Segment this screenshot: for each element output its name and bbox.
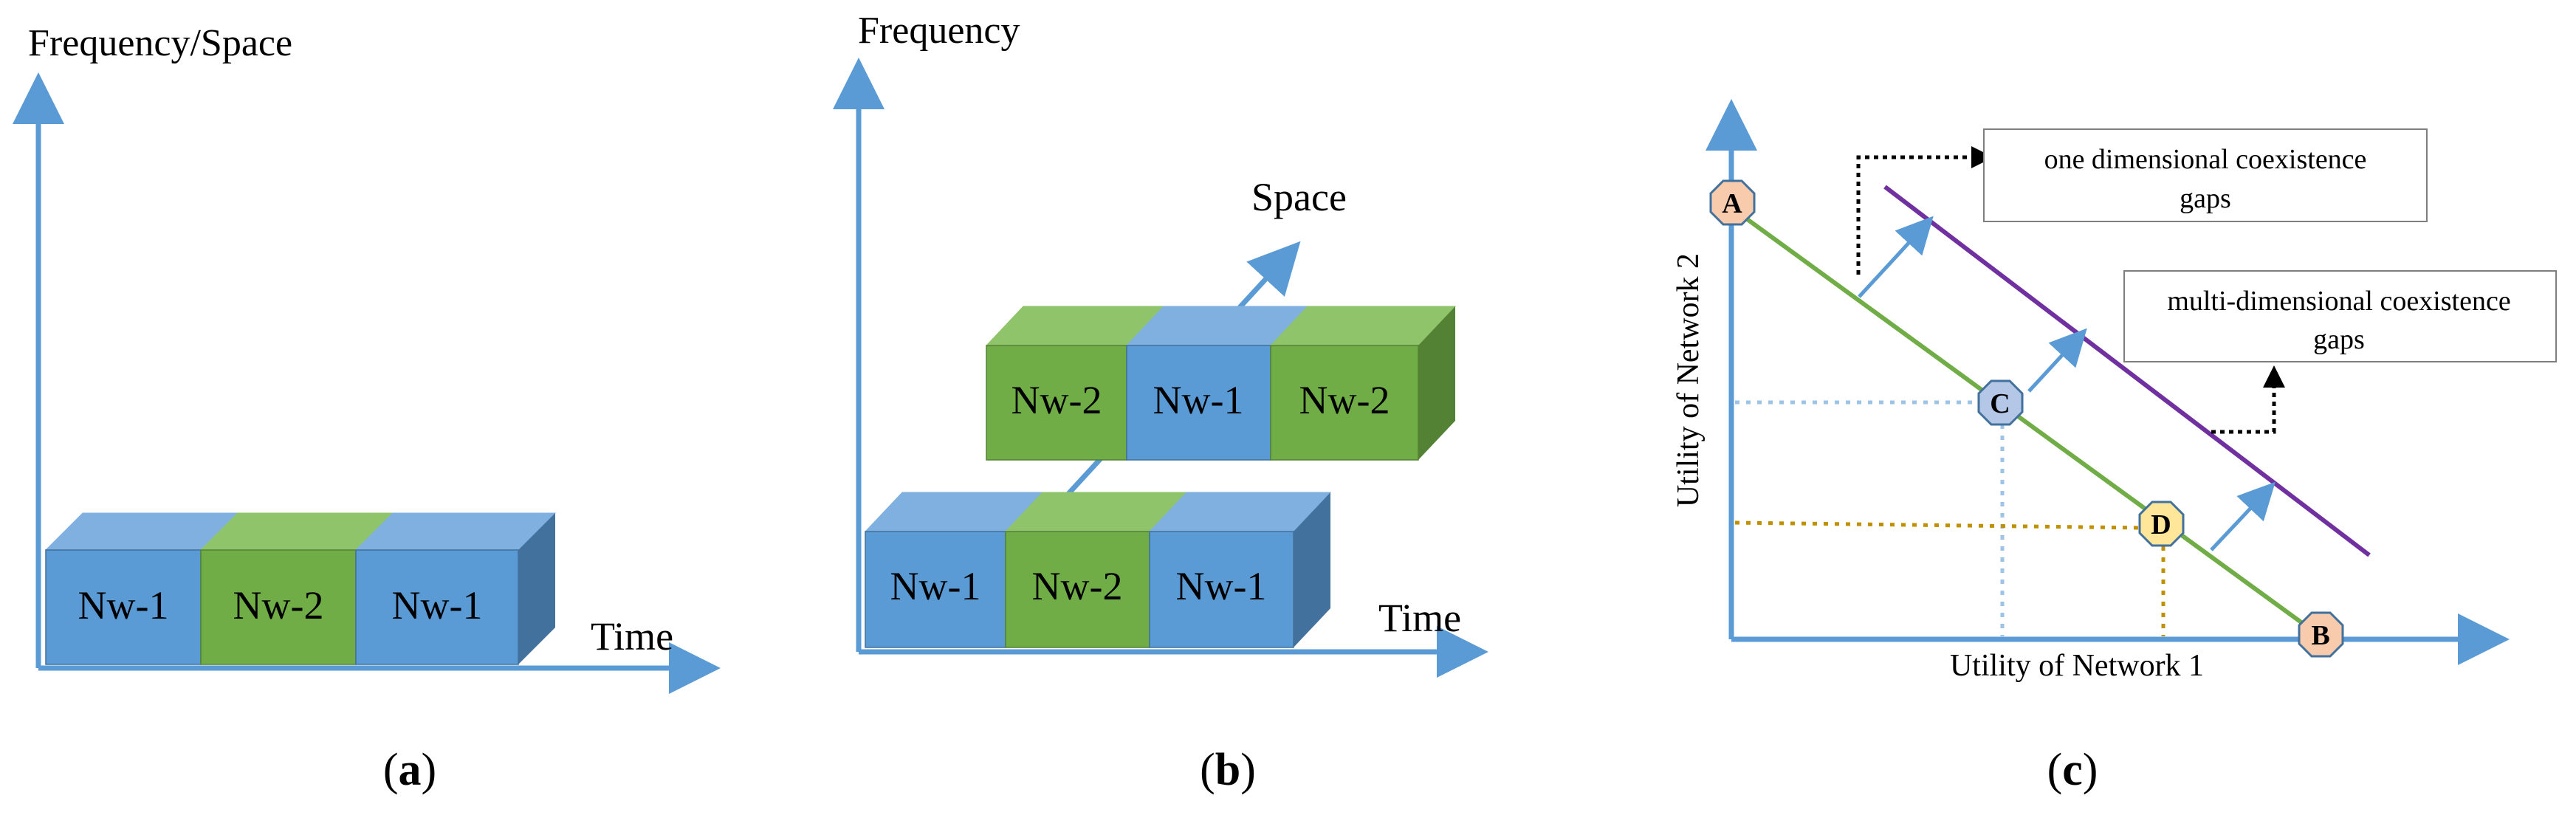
panel-b-z-axis-label: Space <box>1251 175 1347 219</box>
panel-b-bottom-block-3-side <box>1294 492 1330 647</box>
panel-c-connector-one-dim <box>1856 146 1993 275</box>
panel-c-point-b-label: B <box>2311 620 2329 651</box>
panel-a-block-1-label: Nw-1 <box>78 583 169 627</box>
panel-c-point-a-octagon <box>1709 179 1756 226</box>
panel-b-caption-letter: b <box>1215 745 1240 795</box>
panel-b-bottom-block-2-front <box>1005 531 1150 648</box>
panel-a-block-2-label: Nw-2 <box>233 583 324 627</box>
panel-c-y-axis-label: Utility of Network 2 <box>1672 253 1706 507</box>
panel-b-top-block-2-front <box>1126 345 1271 461</box>
panel-c-point-c: C <box>1977 379 2024 426</box>
panel-c-dotted-d-horizontal <box>1734 520 2142 530</box>
panel-c-point-a-label: A <box>1722 188 1742 219</box>
panel-a-block-2: Nw-2 <box>199 512 394 665</box>
panel-c-box-multi-dimensional: multi-dimensional coexistence gaps <box>2123 270 2557 362</box>
panel-c-point-b-octagon <box>2298 611 2344 658</box>
panel-b-top-block-1-front <box>986 345 1127 461</box>
panel-b-top-block-1-label: Nw-2 <box>1011 378 1102 422</box>
panel-a-caption: (a) <box>383 745 436 795</box>
panel-b: Frequency Space Time Nw-2 Nw-1 Nw-2 Nw-1 <box>833 10 1488 795</box>
panel-a-caption-open: ( <box>383 745 399 795</box>
panel-c-box-multi-dimensional-frame <box>2123 270 2557 362</box>
panel-b-caption-open: ( <box>1200 745 1215 795</box>
panel-c-purple-line <box>1883 185 2371 557</box>
panel-b-y-axis-label: Frequency <box>858 10 1020 52</box>
panel-b-top-block-3-front <box>1270 345 1419 461</box>
panel-a-y-axis-label: Frequency/Space <box>28 22 292 64</box>
panel-a-block-3-front <box>355 549 519 665</box>
panel-b-caption: (b) <box>1200 745 1256 795</box>
panel-c-gap-arrow-1 <box>1858 216 1934 298</box>
panel-c-point-c-label: C <box>1990 388 2010 419</box>
panel-c-connector-multi-dim <box>2211 365 2285 434</box>
panel-b-top-block-3-side <box>1418 306 1455 460</box>
panel-c-point-d-label: D <box>2151 509 2171 540</box>
panel-c-point-d-octagon <box>2138 501 2185 547</box>
panel-b-top-block-1: Nw-2 <box>985 306 1165 461</box>
panel-c-x-axis-label: Utility of Network 1 <box>1950 649 2204 683</box>
panel-a-block-3: Nw-1 <box>354 512 557 665</box>
panel-c: Utility of Network 1 Utility of Network … <box>1672 99 2557 795</box>
panel-c-point-d: D <box>2138 501 2185 547</box>
panel-c-point-c-octagon <box>1977 379 2024 426</box>
panel-c-point-a: A <box>1709 179 1756 226</box>
panel-a-caption-letter: a <box>399 745 422 795</box>
panel-b-top-block-3-label: Nw-2 <box>1299 378 1390 422</box>
panel-b-caption-close: ) <box>1240 745 1256 795</box>
panel-a-block-3-side <box>518 513 555 664</box>
panel-c-caption-letter: c <box>2062 745 2083 795</box>
panel-b-bottom-block-1: Nw-1 <box>864 492 1044 648</box>
panel-b-bottom-block-2-label: Nw-2 <box>1032 564 1123 608</box>
panel-a-block-1-front <box>45 549 202 665</box>
panel-b-bottom-block-3-front <box>1149 531 1294 648</box>
panel-c-point-b: B <box>2298 611 2344 658</box>
panel-c-caption: (c) <box>2047 745 2098 795</box>
panel-c-gap-arrow-3 <box>2210 481 2276 551</box>
panel-c-gap-arrow-2 <box>2027 328 2087 393</box>
panel-a: Frequency/Space Time Nw-1 Nw-2 Nw-1 (a) <box>13 22 721 795</box>
panel-c-box-one-dimensional: one dimensional coexistence gaps <box>1983 128 2428 222</box>
panel-c-box-multi-dimensional-line2: gaps <box>2313 324 2365 355</box>
panel-b-bottom-block-3: Nw-1 <box>1148 492 1332 648</box>
panel-b-bottom-block-1-label: Nw-1 <box>890 564 981 608</box>
panel-b-top-block-2-label: Nw-1 <box>1153 378 1244 422</box>
panel-a-x-axis-label: Time <box>591 614 673 658</box>
panel-c-box-one-dimensional-frame <box>1983 128 2428 222</box>
panel-a-block-2-front <box>200 549 357 665</box>
panel-b-x-axis-label: Time <box>1378 596 1461 640</box>
panel-b-bottom-block-3-label: Nw-1 <box>1176 564 1267 608</box>
panel-a-block-3-label: Nw-1 <box>392 583 483 627</box>
panel-b-top-block-2: Nw-1 <box>1125 306 1309 461</box>
panel-c-box-multi-dimensional-line1: multi-dimensional coexistence <box>2167 286 2510 317</box>
panel-c-caption-close: ) <box>2083 745 2098 795</box>
panel-c-caption-open: ( <box>2047 745 2063 795</box>
panel-b-bottom-block-1-front <box>865 531 1006 648</box>
panel-a-block-1: Nw-1 <box>44 512 239 665</box>
panel-c-box-one-dimensional-line2: gaps <box>2180 183 2231 214</box>
panel-a-caption-close: ) <box>422 745 437 795</box>
panel-c-green-line <box>1734 208 2322 639</box>
panel-c-box-one-dimensional-line1: one dimensional coexistence <box>2044 144 2367 175</box>
panel-b-top-block-3: Nw-2 <box>1269 306 1457 461</box>
